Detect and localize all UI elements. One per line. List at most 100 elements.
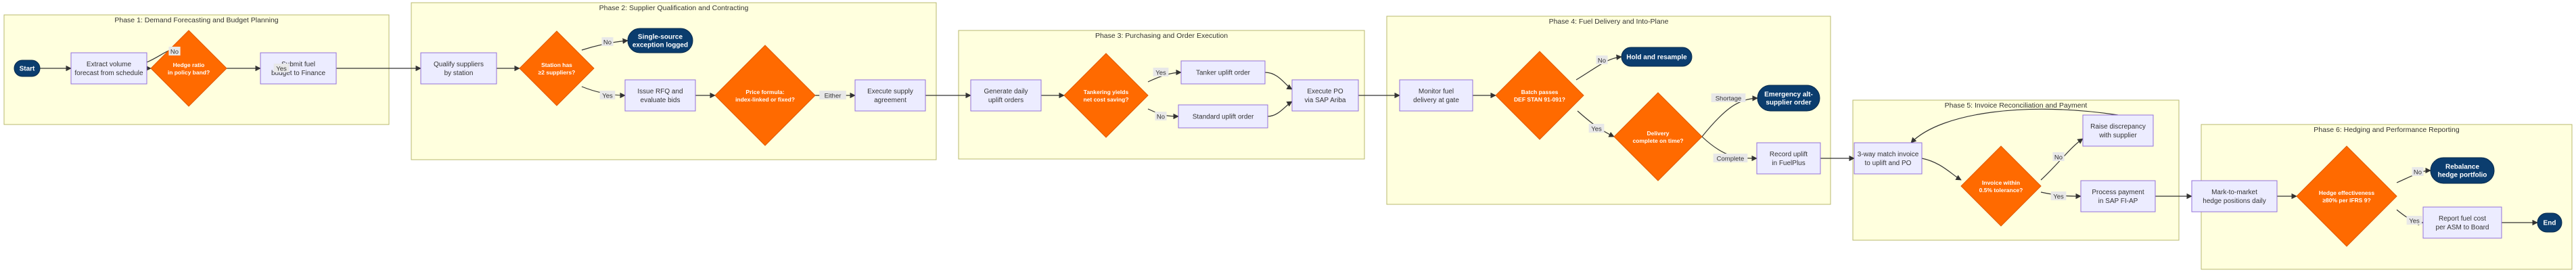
edge-label-bg [2412, 167, 2424, 176]
node-text: agreement [874, 97, 906, 104]
process-box [624, 79, 696, 112]
edge-label-text: Yes [2409, 217, 2420, 225]
node-text: hedge portfolio [2438, 172, 2487, 179]
process-box [420, 52, 497, 85]
edge-line [1264, 72, 1293, 90]
phase-title: Phase 5: Invoice Reconciliation and Paym… [1945, 101, 2088, 110]
node-text: Delivery [1647, 130, 1669, 137]
terminal-pill [14, 60, 41, 77]
node-text: Hedge effectiveness [2319, 189, 2374, 196]
node-text: complete on time? [1632, 137, 1683, 144]
edge-label-bg [2050, 191, 2067, 200]
decision-diamond [714, 45, 816, 146]
decision-diamond [519, 30, 595, 106]
process-record[interactable]: Record uplift in FuelPlus [1756, 142, 1821, 175]
decision-station[interactable]: Station has≥2 suppliers? [519, 30, 595, 106]
edge-label-text: Yes [602, 92, 613, 99]
process-box [2082, 114, 2154, 147]
process-submit[interactable]: Submit fuel budget to Finance [260, 52, 337, 85]
node-text: Start [20, 66, 35, 73]
edge-label: Yes [2050, 191, 2067, 200]
edge-label-text: No [170, 48, 179, 55]
edge-label: No [1155, 112, 1167, 120]
phase-title: Phase 3: Purchasing and Order Execution [1095, 32, 1228, 40]
process-tanker_order[interactable]: Tanker uplift order [1180, 60, 1266, 85]
process-box [1756, 142, 1821, 175]
edge-label-text: No [2054, 154, 2063, 161]
edge-label-bg [599, 91, 616, 99]
edge-label: Yes [599, 91, 616, 99]
edge-label-bg [2052, 152, 2065, 161]
node-text: Report fuel cost [2439, 215, 2486, 223]
edge-line [1267, 101, 1293, 117]
process-box [1178, 104, 1268, 129]
node-text: in policy band? [168, 69, 210, 76]
terminal-start[interactable]: Start [14, 60, 41, 77]
node-text: Rebalance [2445, 164, 2479, 171]
edge-label: Yes [1153, 68, 1169, 76]
terminal-emergency[interactable]: Emergency alt-supplier order [1757, 85, 1820, 112]
node-text: Standard uplift order [1193, 114, 1254, 121]
process-box [970, 79, 1042, 112]
node-text: index-linked or fixed? [735, 96, 795, 103]
edge-line [1910, 108, 2119, 143]
node-text: Hedge ratio [173, 62, 205, 68]
edge-label-text: No [1157, 113, 1165, 120]
edge-label-text: Shortage [1716, 95, 1742, 102]
process-standard[interactable]: Standard uplift order [1178, 104, 1268, 129]
decision-diamond [1960, 145, 2042, 227]
terminal-pill [2537, 212, 2562, 233]
edge-label-text: Yes [1591, 125, 1602, 133]
phase-title: Phase 6: Hedging and Performance Reporti… [2314, 126, 2460, 134]
edge-label-text: No [603, 39, 612, 46]
node-text: Batch passes [1521, 89, 1559, 95]
edge-e_tankerorder_po [1264, 72, 1293, 90]
node-text: Issue RFQ and [637, 88, 683, 95]
edge-label-bg [819, 91, 846, 99]
node-text: Monitor fuel [1419, 88, 1454, 95]
edge-label-bg [273, 64, 290, 72]
node-text: ≥80% per IFRS 9? [2322, 197, 2370, 204]
edge-label-bg [1153, 68, 1169, 76]
edge-label-bg [2406, 216, 2422, 225]
node-text: per ASM to Board [2436, 224, 2489, 231]
terminal-end[interactable]: End [2537, 212, 2562, 233]
edge-e_standard_po [1267, 101, 1293, 117]
terminal-hold[interactable]: Hold and resample [1621, 47, 1693, 67]
node-text: Submit fuel [281, 61, 315, 68]
node-text: supplier order [1766, 99, 1811, 107]
edge-label-text: No [2414, 168, 2422, 176]
edge-label-text: Complete [1717, 155, 1745, 162]
decision-formula[interactable]: Price formula:index-linked or fixed? [714, 45, 816, 146]
node-text: Execute PO [1307, 88, 1343, 95]
node-text: Record uplift [1770, 151, 1808, 158]
edge-label-text: No [1598, 57, 1606, 64]
edge-label-bg [1596, 55, 1608, 64]
node-text: Price formula: [745, 89, 784, 95]
node-text: budget to Finance [271, 70, 325, 77]
process-box [2191, 180, 2278, 212]
edge-label: Yes [273, 64, 290, 72]
decision-effective[interactable]: Hedge effectiveness≥80% per IFRS 9? [2296, 145, 2397, 247]
node-text: in SAP FI-AP [2098, 198, 2138, 205]
node-text: in FuelPlus [1772, 160, 1805, 167]
process-box [2422, 206, 2502, 239]
